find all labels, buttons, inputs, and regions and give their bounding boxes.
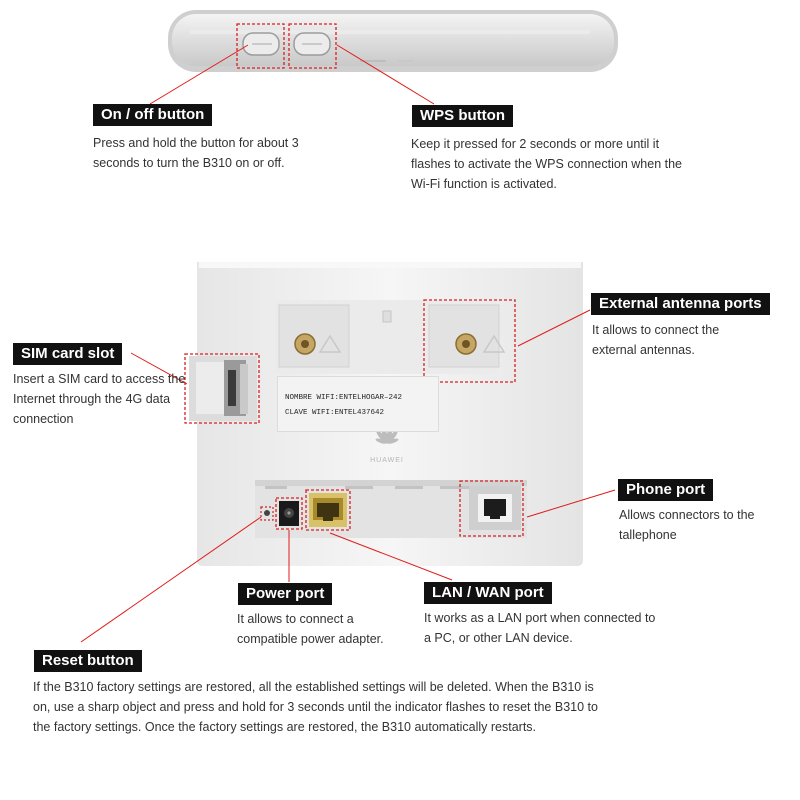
sticker-wifi-password: CLAVE WIFI:ENTEL437642: [285, 409, 385, 417]
lan-highlight: [305, 489, 351, 531]
device-brand-text: HUAWEI: [370, 457, 404, 464]
phone-port-description: Allows connectors to the tallephone: [619, 508, 755, 542]
antenna-highlight: [423, 299, 516, 383]
router-top-view: [168, 10, 618, 72]
lan-wan-port-title: LAN / WAN port: [424, 582, 552, 604]
sim-card-slot-title: SIM card slot: [13, 343, 123, 365]
wps-button-description: Keep it pressed for 2 seconds or more un…: [411, 137, 682, 191]
sim-highlight: [184, 353, 260, 424]
wps-highlight: [288, 23, 337, 69]
wps-button-title: WPS button: [412, 105, 513, 127]
phone-port-icon: [469, 486, 521, 530]
phone-port-title: Phone port: [618, 479, 714, 501]
on-off-highlight: [236, 23, 285, 69]
on-off-button-icon: [242, 32, 280, 56]
reset-button-description: If the B310 factory settings are restore…: [33, 680, 598, 734]
reset-button-title: Reset button: [34, 650, 142, 672]
power-highlight: [275, 497, 303, 530]
phone-highlight: [459, 480, 524, 537]
leader-line-lan: [329, 532, 453, 581]
power-port-title: Power port: [238, 583, 333, 605]
wps-button-icon: [293, 32, 331, 56]
antenna-port-right-icon: [428, 304, 506, 368]
lan-wan-port-icon: [309, 493, 347, 527]
leader-lines: [80, 44, 616, 643]
on-off-button-description: Press and hold the button for about 3 se…: [93, 136, 299, 170]
leader-line-phone: [526, 489, 616, 518]
sticker-wifi-name: NOMBRE WIFI:ENTELHOGAR–242: [285, 394, 403, 402]
lan-wan-port-description: It works as a LAN port when connected to…: [424, 611, 656, 645]
leader-line-on-off: [149, 44, 249, 105]
external-antenna-title: External antenna ports: [591, 293, 770, 315]
antenna-port-left-icon: [278, 304, 350, 368]
leader-line-wps: [336, 44, 435, 105]
leader-line-sim: [130, 352, 188, 385]
sim-slot-icon: [189, 356, 257, 421]
power-port-icon: [279, 501, 299, 526]
power-port-description: It allows to connect a compatible power …: [237, 612, 384, 646]
external-antenna-description: It allows to connect the external antenn…: [592, 323, 720, 357]
reset-highlight: [260, 506, 274, 521]
wifi-credentials-sticker: NOMBRE WIFI:ENTELHOGAR–242 CLAVE WIFI:EN…: [277, 376, 439, 432]
sim-card-slot-description: Insert a SIM card to access the Internet…: [13, 372, 186, 426]
on-off-button-title: On / off button: [93, 104, 213, 126]
leader-line-reset: [80, 516, 262, 643]
leader-line-antenna: [517, 309, 591, 347]
reset-hole-icon: [264, 510, 270, 516]
